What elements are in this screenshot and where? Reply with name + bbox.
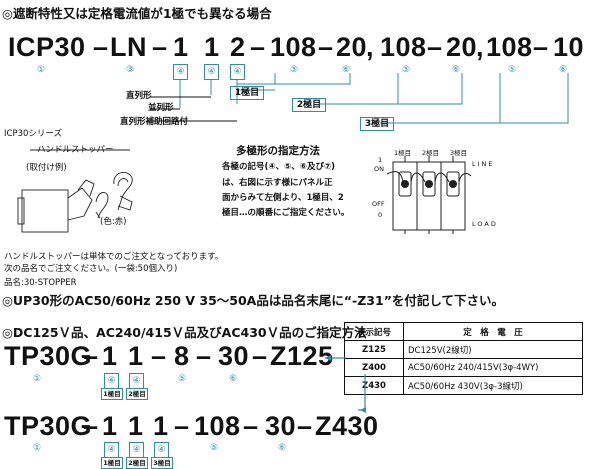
stopper-mount-label: (取付け例) bbox=[26, 163, 67, 173]
table-row: Z125 DC125V(2線切) bbox=[344, 340, 583, 359]
multipole-line: は、右図に示す様にパネル正 bbox=[222, 178, 333, 188]
table-cell-voltage: AC50/60Hz 430V(3φ-3線切) bbox=[403, 376, 583, 395]
model-part: 1 bbox=[128, 411, 144, 441]
off-mark: 0 bbox=[378, 211, 383, 219]
model-dash: – bbox=[93, 32, 109, 62]
line-side-label: LINE bbox=[472, 160, 495, 168]
model-dash: – bbox=[151, 341, 167, 371]
model-part: Z125 bbox=[270, 341, 334, 371]
model-part: 1 bbox=[173, 32, 189, 62]
breaker-pole-label: 2極目 bbox=[422, 149, 440, 157]
model-part: TP30G bbox=[4, 411, 93, 441]
model-part: 1 bbox=[102, 411, 118, 441]
model-dash: – bbox=[533, 32, 549, 62]
circle-number: ⑤ bbox=[210, 443, 219, 453]
section1-heading: ◎遮断特性又は定格電流値が1極でも異なる場合 bbox=[2, 6, 272, 21]
model-dash: – bbox=[427, 32, 443, 62]
model-dash: – bbox=[297, 411, 313, 441]
circle-number: ⑥ bbox=[342, 65, 351, 75]
model-part: 1 bbox=[128, 341, 144, 371]
model-part: LN bbox=[110, 32, 147, 62]
circle-number-box: ④ bbox=[204, 64, 219, 80]
model-part: 1 bbox=[102, 341, 118, 371]
type-label-parallel: 並列形 bbox=[148, 103, 174, 113]
circle-number: ⑤ bbox=[178, 374, 187, 384]
model-dash: – bbox=[252, 341, 268, 371]
circle-number: ⑤ bbox=[402, 65, 411, 75]
pole-tag-2: 2極目 bbox=[292, 98, 326, 112]
model-part: 8 bbox=[174, 341, 190, 371]
stopper-note-1: ハンドルストッパーは単体でのご注文となっております。 bbox=[4, 252, 224, 262]
model-dash: – bbox=[243, 411, 259, 441]
stopper-color-label: (色:赤) bbox=[100, 217, 127, 227]
circle-number: ① bbox=[37, 65, 46, 75]
series-label: ICP30シリーズ bbox=[4, 129, 62, 139]
table-row: Z430 AC50/60Hz 430V(3φ-3線切) bbox=[344, 376, 583, 395]
model-dash: – bbox=[83, 341, 99, 371]
circle-number: ⑥ bbox=[559, 65, 568, 75]
off-label: OFF bbox=[372, 200, 385, 208]
model-comma: , bbox=[366, 32, 375, 62]
load-side-label: LOAD bbox=[472, 220, 498, 228]
pole-bracket-lines bbox=[150, 73, 569, 124]
model-part: 2 bbox=[230, 32, 246, 62]
section3-heading: ◎DC125Ｖ品、AC240/415Ｖ品及びAC430Ｖ品のご指定方法 bbox=[2, 325, 367, 340]
model-part: 30 bbox=[265, 411, 297, 441]
model-dash: – bbox=[174, 411, 190, 441]
stopper-note-2: 次の品名でご注文ください。(一袋:50個入り) bbox=[4, 264, 178, 274]
model-part: 30 bbox=[218, 341, 250, 371]
model-part: TP30G bbox=[4, 341, 93, 371]
circle-number: ⑤ bbox=[508, 65, 517, 75]
breaker-pole-label: 3極目 bbox=[450, 149, 468, 157]
model-part: 108 bbox=[380, 32, 427, 62]
model-part: 108 bbox=[270, 32, 317, 62]
on-label: ON bbox=[374, 165, 384, 173]
multipole-line: 極目…の順番にご指定ください。 bbox=[222, 208, 350, 218]
three-pole-breaker-drawing bbox=[386, 156, 472, 234]
circle-number: ① bbox=[33, 374, 42, 384]
multipole-line: 面からみて左側より、1極目、2 bbox=[222, 193, 344, 203]
model-part: 20 bbox=[446, 32, 478, 62]
circle-number: ① bbox=[33, 443, 42, 453]
model-part: 20 bbox=[336, 32, 368, 62]
handle-stopper-drawing bbox=[17, 149, 133, 233]
circle-number: ⑥ bbox=[452, 65, 461, 75]
breaker-pole-label: 1極目 bbox=[394, 149, 412, 157]
model-part: 1 bbox=[153, 411, 169, 441]
stopper-order-name: 品名:30-STOPPER bbox=[4, 278, 77, 288]
model-dash: – bbox=[83, 411, 99, 441]
on-mark: 1 bbox=[378, 156, 383, 164]
model-dash: – bbox=[318, 32, 334, 62]
circle-number: ③ bbox=[126, 65, 135, 75]
circle-number-box: ④ bbox=[230, 64, 245, 80]
type-label-aux: 直列形補助回路付 bbox=[120, 117, 189, 127]
multipole-line: 各極の記号(④、⑤、⑥及び⑦) bbox=[222, 162, 336, 172]
type-label-series: 直列形 bbox=[126, 91, 152, 101]
section2-heading: ◎UP30形のAC50/60Hz 250 V 35〜50A品は品名末尾に“-Z3… bbox=[2, 293, 505, 308]
model-dash: – bbox=[196, 341, 212, 371]
model-part: 1 bbox=[204, 32, 220, 62]
pole-tag-2: 2極目 bbox=[126, 388, 148, 400]
circle-number-box: ④ bbox=[173, 64, 188, 80]
model-dash: – bbox=[250, 32, 266, 62]
table-row: Z400 AC50/60Hz 240/415V(3φ-4WY) bbox=[344, 358, 583, 377]
pole-tag-1: 1極目 bbox=[101, 388, 123, 400]
pole-tag-1: 1極目 bbox=[230, 86, 264, 100]
pole-tag-3: 3極目 bbox=[360, 117, 394, 131]
model-dash: – bbox=[152, 32, 168, 62]
voltage-spec-table: 表示記号 定 格 電 圧 Z125 DC125V(2線切) Z400 AC50/… bbox=[344, 322, 583, 395]
circle-number: ⑥ bbox=[278, 443, 287, 453]
circle-number: ⑤ bbox=[290, 65, 299, 75]
model-part: 108 bbox=[486, 32, 533, 62]
model-comma: , bbox=[476, 32, 485, 62]
model-part: ICP30 bbox=[8, 32, 86, 62]
multipole-title: 多極形の指定方法 bbox=[236, 145, 320, 157]
model-part: Z430 bbox=[315, 411, 379, 441]
model-part: 10 bbox=[553, 32, 585, 62]
model-part: 108 bbox=[194, 411, 241, 441]
circle-number: ⑥ bbox=[229, 374, 238, 384]
